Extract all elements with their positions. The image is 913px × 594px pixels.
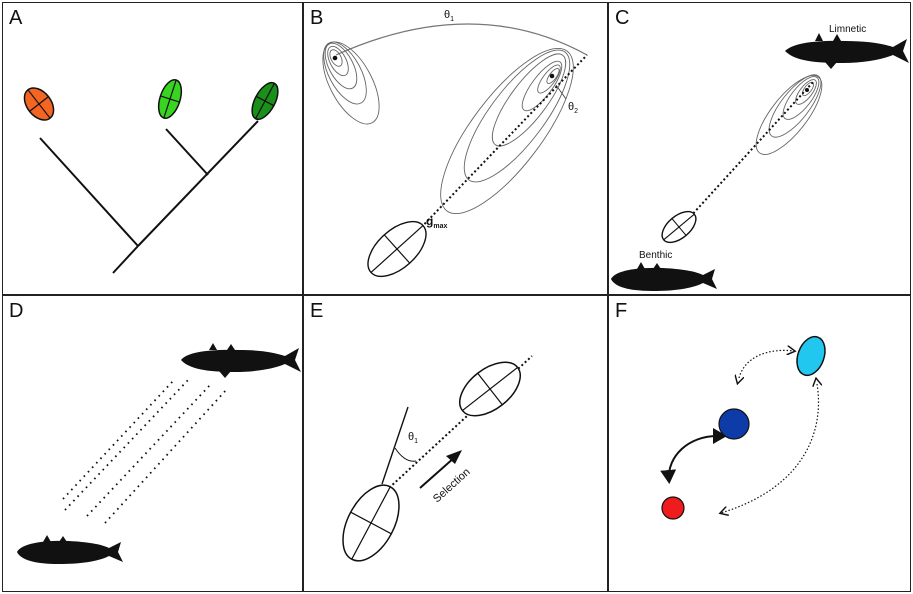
panel-f-label: F [615,300,628,322]
ancestral-ellipse [342,484,400,562]
panel-b: B θ1 θ2 gmax [303,2,608,295]
panel-e-label: E [310,300,324,322]
theta1-arc [394,447,417,462]
derived-ellipse [459,361,521,417]
tree-branch-left [39,137,139,247]
theta1-label: θ1 [444,9,454,23]
panel-e: E θ1 Selection [303,295,608,592]
large-contour-optimum [549,73,555,79]
limnetic-fish-icon [785,33,909,69]
panel-d: D [2,295,303,592]
g-matrix-diagram: θ1 θ2 gmax [322,9,588,278]
orange-ellipse [23,87,55,121]
panel-a-label: A [9,7,23,29]
upper-left-contours [322,41,380,125]
tree-trunk [112,245,139,274]
gmax-dotted-line [411,54,588,238]
large-contours [440,47,574,215]
theta2-label: θ2 [568,101,578,115]
tree-branch-inner [165,128,209,176]
benthic-fish-icon [611,262,717,291]
panel-a: A [2,2,303,295]
light-green-ellipse [157,78,183,120]
selection-arrow [419,456,456,489]
tree-branch-right [137,120,259,247]
red-circle [661,496,685,520]
theta1-label: θ1 [408,431,418,445]
selection-vector-line [381,406,409,485]
panel-b-label: B [310,7,324,29]
upper-left-optimum [332,55,338,61]
solid-arrow [660,428,727,484]
dotted-arrow-top [739,350,794,378]
phylogeny-diagram [23,78,279,274]
theta1-arc [335,23,588,56]
dotted-arrow-right [721,384,819,513]
dotted-trajectories [62,378,228,524]
lower-fish-icon [17,535,123,564]
benthic-label: Benthic [639,250,672,261]
limnetic-label: Limnetic [829,24,866,35]
gmax-label: gmax [426,214,447,230]
cyan-ellipse [796,335,826,377]
dark-green-ellipse [251,81,279,121]
panel-d-label: D [9,300,24,322]
upper-fish-icon [181,343,301,378]
panel-c-label: C [615,7,630,29]
panel-c: C Limnetic Benthic [608,2,911,295]
g-ellipse [367,220,427,278]
panel-f: F [608,295,911,592]
contours [755,74,823,155]
relatedness-diagram [660,335,826,520]
selection-arrowhead [446,450,462,464]
stickleback-diagram: Limnetic Benthic [611,24,909,291]
selection-diagram: θ1 Selection [342,355,533,562]
g-ellipse [661,210,697,244]
dark-blue-circle [718,408,750,440]
parallel-divergence-diagram [17,343,301,564]
theta2-pointer [555,84,567,100]
